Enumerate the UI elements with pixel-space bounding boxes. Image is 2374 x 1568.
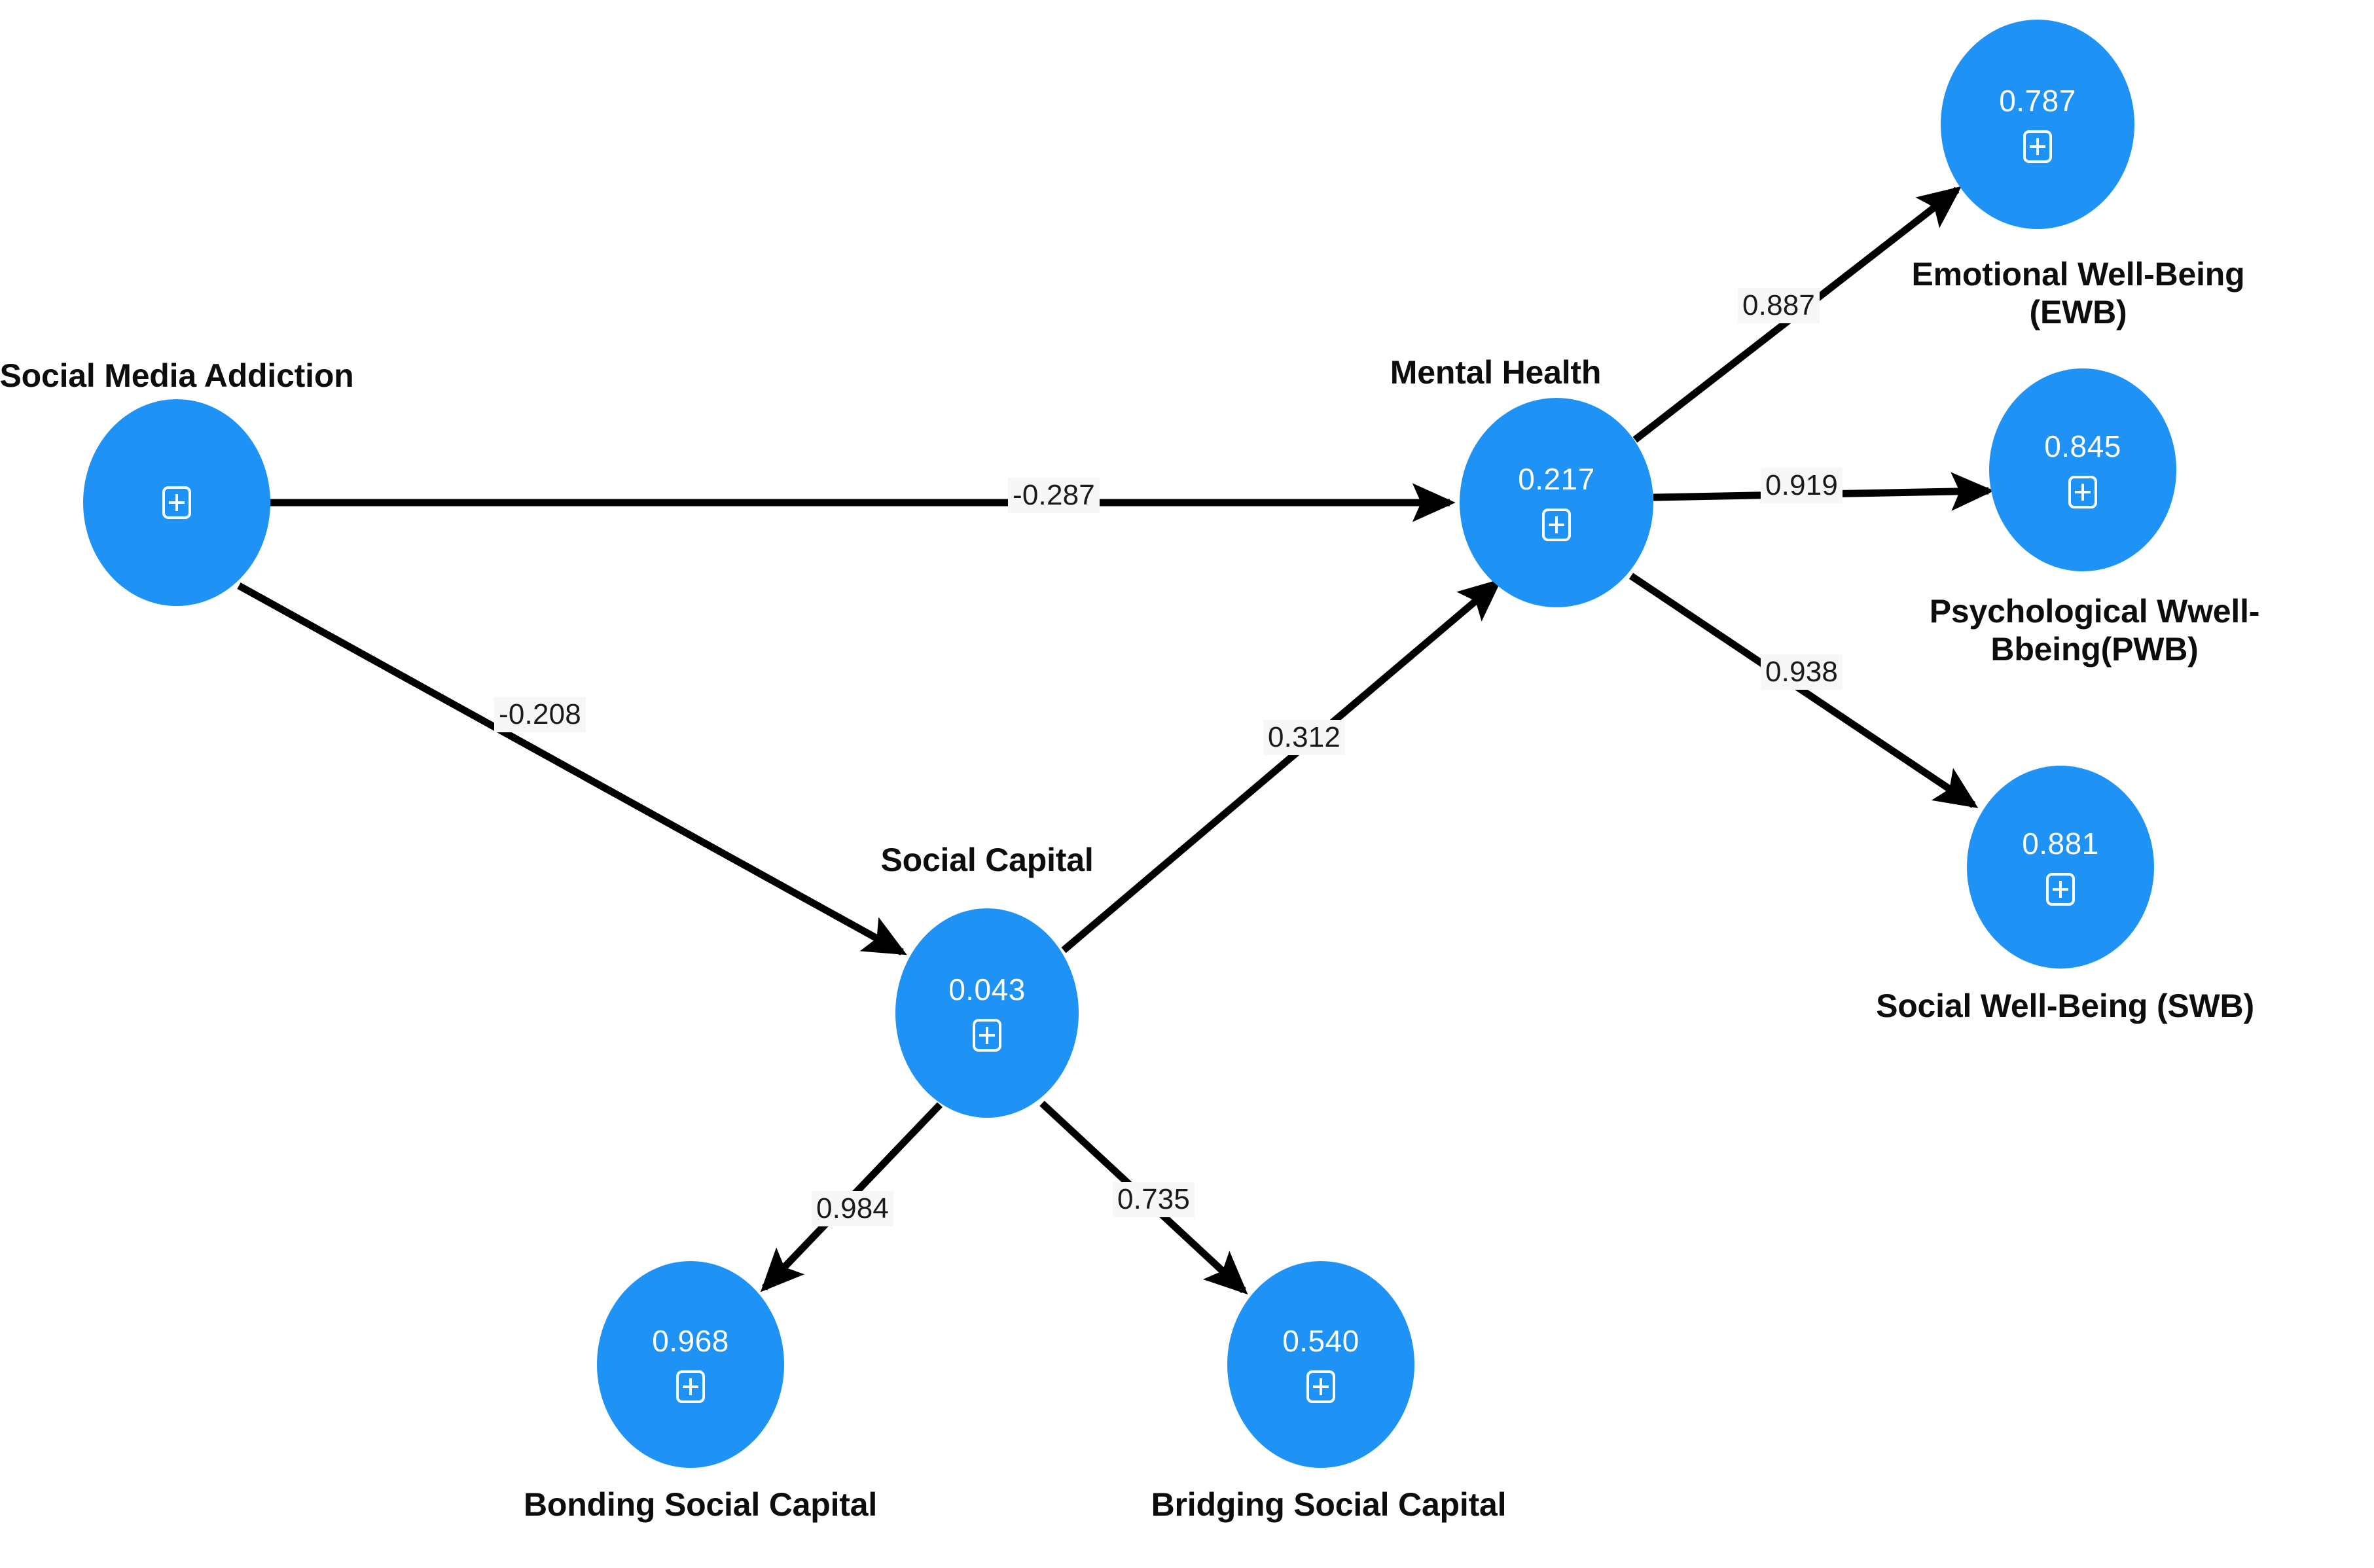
node-value: 0.787 — [1999, 84, 2076, 118]
edge-coefficient-sc-to-mh: 0.312 — [1263, 720, 1346, 756]
node-value: 0.217 — [1518, 462, 1595, 496]
node-bridging-social-capital[interactable]: 0.540 — [1227, 1261, 1414, 1468]
expand-plus-icon[interactable] — [162, 486, 191, 519]
node-emotional-well-being[interactable]: 0.787 — [1941, 20, 2134, 229]
edge-coefficient-mh-to-swb: 0.938 — [1761, 654, 1843, 690]
edge-lines — [237, 186, 1994, 1294]
expand-plus-icon[interactable] — [1306, 1370, 1335, 1403]
edge-sc-to-mh — [1061, 579, 1502, 953]
node-value: 0.043 — [948, 972, 1026, 1007]
expand-plus-icon[interactable] — [2046, 873, 2075, 906]
edge-coefficient-mh-to-ewb: 0.887 — [1738, 288, 1820, 324]
node-label-bridging-social-capital: Bridging Social Capital — [1151, 1486, 1507, 1523]
edge-coefficient-sc-to-bridging: 0.735 — [1113, 1182, 1195, 1218]
node-label-bonding-social-capital: Bonding Social Capital — [523, 1486, 878, 1523]
edge-coefficient-mh-to-pwb: 0.919 — [1761, 468, 1843, 504]
node-psychological-well-being[interactable]: 0.845 — [1989, 368, 2176, 571]
expand-plus-icon[interactable] — [2023, 130, 2052, 163]
expand-plus-icon[interactable] — [973, 1019, 1001, 1052]
node-value: 0.968 — [652, 1324, 729, 1358]
edge-coefficient-sma-to-mh: -0.287 — [1008, 478, 1100, 514]
node-mental-health[interactable]: 0.217 — [1460, 398, 1653, 607]
node-social-capital[interactable]: 0.043 — [895, 908, 1079, 1118]
edge-coefficient-sma-to-sc: -0.208 — [494, 697, 586, 733]
edge-coefficient-sc-to-bonding: 0.984 — [812, 1191, 894, 1227]
node-value: 0.540 — [1282, 1324, 1359, 1358]
expand-plus-icon[interactable] — [2068, 476, 2097, 508]
node-label-social-well-being: Social Well-Being (SWB) — [1876, 988, 2254, 1024]
node-value: 0.845 — [2044, 429, 2121, 463]
node-label-psychological-well-being: Psychological Wwell- Bbeing(PWB) — [1929, 593, 2260, 668]
node-label-social-media-addiction: Social Media Addiction — [0, 357, 354, 394]
expand-plus-icon[interactable] — [676, 1370, 705, 1403]
node-label-emotional-well-being: Emotional Well-Being (EWB) — [1911, 256, 2245, 330]
node-value: 0.881 — [2022, 827, 2099, 861]
node-label-social-capital: Social Capital — [880, 842, 1094, 878]
node-social-media-addiction[interactable] — [83, 399, 270, 606]
node-social-well-being[interactable]: 0.881 — [1967, 766, 2154, 969]
edge-mh-to-swb — [1628, 573, 1979, 808]
edge-sma-to-sc — [237, 582, 907, 955]
node-label-mental-health: Mental Health — [1390, 354, 1602, 391]
node-bonding-social-capital[interactable]: 0.968 — [597, 1261, 784, 1468]
expand-plus-icon[interactable] — [1542, 508, 1571, 541]
